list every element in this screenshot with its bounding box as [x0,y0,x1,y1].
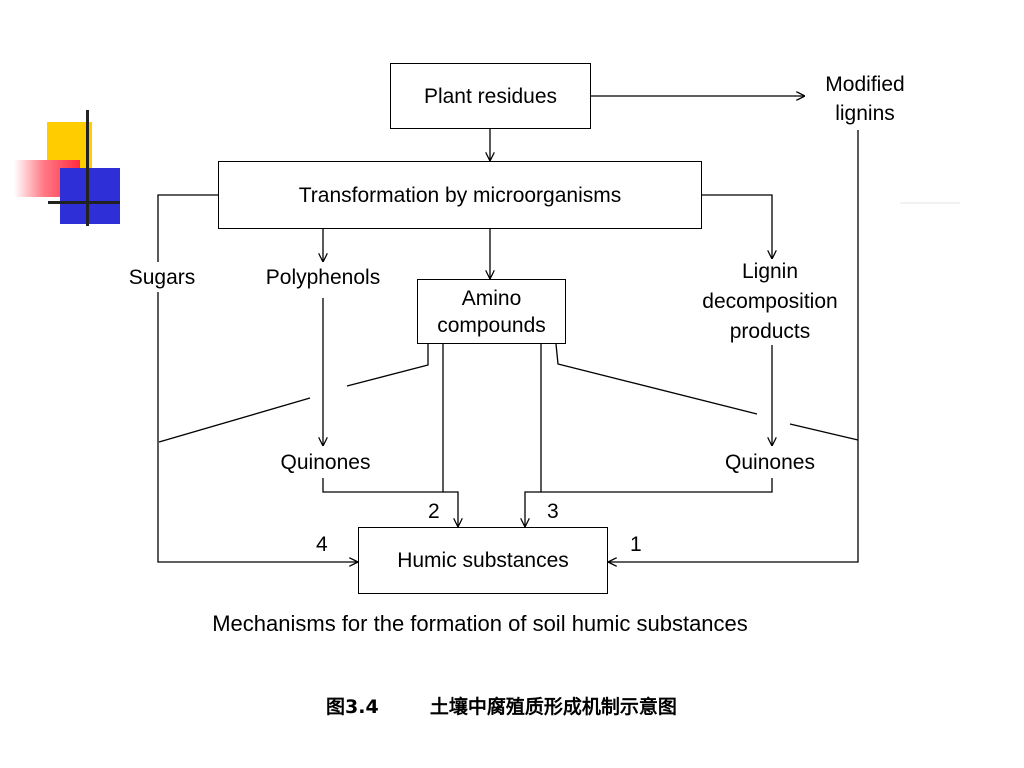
modified-lignins-line2: lignins [835,102,895,125]
line-amino-to-lignin-pathway-2 [789,423,859,441]
humic-substances-box: Humic substances [358,527,608,594]
decorative-blue-square [60,168,120,224]
line-amino-to-sugars-pathway-2 [158,397,311,443]
pathway-number-1: 1 [630,533,642,556]
line-amino-to-sugars-pathway [346,344,429,387]
decorative-horizontal-line [48,201,120,204]
line-transformation-to-sugars [157,194,218,262]
amino-label-line1: Amino [461,286,522,310]
amino-label-line2: compounds [437,313,546,337]
quinones-right-label: Quinones [725,451,815,474]
modified-lignins-label: Modified lignins [800,70,930,128]
lignin-decomp-line1: Lignin [741,260,799,283]
plant-residues-box: Plant residues [390,63,591,129]
pathway-number-4: 4 [316,533,328,556]
modified-lignins-line1: Modified [825,73,905,96]
line-amino-to-lignin-pathway [555,343,758,415]
decorative-vertical-line [86,110,89,226]
decorative-faint-line [900,202,960,204]
arrow-transformation-to-lignin-decomposition [702,194,772,259]
caption-chinese: 图3.4 土壤中腐殖质形成机制示意图 [326,692,677,719]
arrow-sugars-to-humic [157,292,358,562]
plant-residues-label: Plant residues [423,84,558,108]
amino-compounds-box: Amino compounds [417,279,566,344]
lignin-decomp-line2: decomposition [702,290,838,313]
transformation-label: Transformation by microorganisms [298,183,622,207]
humic-substances-label: Humic substances [397,549,569,572]
figure-number: 图3.4 [326,696,379,718]
caption-english: Mechanisms for the formation of soil hum… [212,611,748,636]
arrow-modified-lignins-to-humic [608,130,859,562]
pathway-number-2: 2 [428,500,440,523]
quinones-left-label: Quinones [280,451,371,474]
polyphenols-label: Polyphenols [265,266,381,289]
lignin-decomp-line3: products [729,320,811,343]
transformation-box: Transformation by microorganisms [218,161,702,229]
lignin-decomposition-products-label: Lignin decomposition products [675,257,865,347]
sugars-label: Sugars [128,266,196,289]
figure-title-cn: 土壤中腐殖质形成机制示意图 [429,696,677,718]
pathway-number-3: 3 [547,500,559,523]
arrow-quinones-left-to-humic [322,478,458,527]
arrow-quinones-right-to-humic [525,478,773,527]
